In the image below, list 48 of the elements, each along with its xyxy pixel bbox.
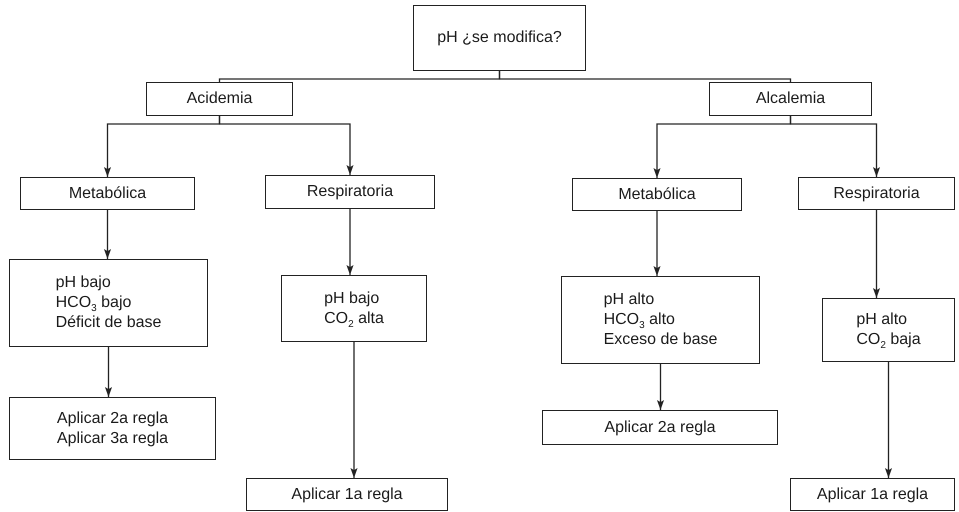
box-text: pH alto [604, 290, 654, 310]
arrow [656, 364, 664, 410]
arrow [218, 116, 354, 175]
box-text: Aplicar 2a regla [56, 408, 168, 428]
box-text: Respiratoria [306, 182, 394, 202]
box-text: CO$_{2}$ baja [856, 330, 921, 350]
box-text: Aplicar 1a regla [291, 484, 403, 504]
process-box [561, 276, 760, 364]
process-box [790, 478, 955, 511]
box-text: CO$_{2}$ alta [324, 308, 384, 328]
box-text: Aplicar 2a regla [604, 418, 716, 438]
process-box [246, 478, 448, 511]
box-text: Exceso de base [604, 330, 718, 350]
box-text: HCO$_{3}$ bajo [56, 293, 132, 313]
process-box [798, 177, 955, 210]
arrow [884, 362, 892, 478]
process-box [413, 5, 586, 71]
box-text: pH bajo [56, 273, 111, 293]
arrow [346, 209, 354, 275]
box-text: Alcalemia [756, 89, 826, 109]
box-text: Respiratoria [833, 184, 920, 204]
arrow [653, 211, 661, 276]
box-text: Aplicar 1a regla [816, 484, 928, 504]
process-box [9, 259, 208, 347]
process-box [542, 410, 778, 445]
process-box [822, 298, 955, 362]
connector-line [498, 71, 792, 82]
box-text: Metabólica [68, 184, 146, 204]
arrow [104, 347, 112, 397]
box-text: Metabólica [618, 184, 696, 204]
process-box [709, 82, 872, 116]
box-text: Déficit de base [56, 313, 162, 333]
process-box [20, 177, 195, 210]
box-text: Aplicar 3a regla [56, 428, 168, 448]
process-box [281, 275, 427, 342]
arrow [872, 210, 880, 298]
arrow [790, 116, 880, 177]
box-text: pH ¿se modifica? [437, 28, 562, 48]
process-box [265, 175, 435, 209]
arrow [104, 210, 112, 259]
box-text: HCO$_{3}$ alto [604, 310, 675, 330]
process-box [146, 82, 293, 116]
box-text: pH alto [856, 310, 908, 330]
box-text: pH bajo [324, 288, 380, 308]
process-box [572, 178, 742, 211]
arrow [350, 342, 358, 478]
box-text: Acidemia [186, 89, 252, 109]
process-box [9, 397, 216, 460]
